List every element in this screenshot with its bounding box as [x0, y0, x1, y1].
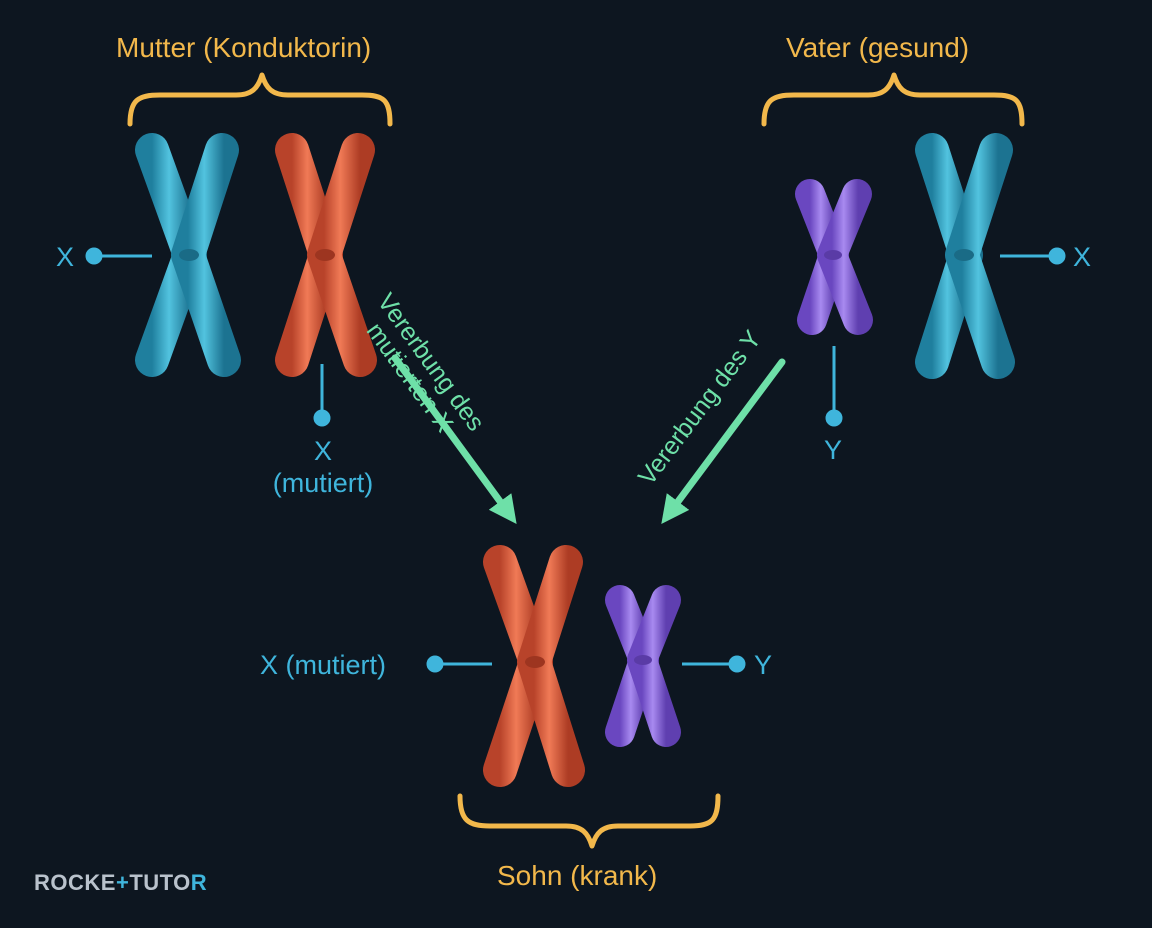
son-title: Sohn (krank) [497, 860, 658, 891]
father-bracket [761, 72, 1025, 127]
mother-x-chromosome [135, 133, 241, 377]
son-y-chromosome [605, 585, 681, 747]
label-pointers [85, 247, 1066, 673]
father-y-chromosome [795, 179, 873, 335]
father-x-chromosome [915, 133, 1015, 379]
brand-logo: ROCKE+TUTOR [34, 872, 207, 894]
arrow-mutated-x-inheritance [391, 354, 517, 525]
father-y-label: Y [824, 435, 843, 465]
son-x-label: X (mutiert) [260, 650, 387, 680]
mother-title: Mutter (Konduktorin) [116, 32, 372, 63]
brand-logo-part2: TUTO [129, 870, 191, 895]
mother-bracket [127, 72, 393, 127]
brand-logo-part1: ROCKE [34, 870, 116, 895]
mother-x-mutated-label: X (mutiert) [258, 435, 388, 500]
arrow-y-inheritance [661, 358, 786, 524]
father-x-label: X [1073, 242, 1092, 272]
son-x-mutated-chromosome [483, 545, 585, 787]
son-bracket [457, 793, 721, 849]
son-y-label: Y [754, 650, 773, 680]
mother-x-mutated-chromosome [275, 133, 377, 377]
mother-x-mutated-label-line2: (mutiert) [272, 468, 374, 499]
mother-x-mutated-label-line1: X [313, 436, 332, 466]
brand-logo-plus: + [115, 870, 130, 895]
brand-logo-part3: R [190, 870, 208, 895]
father-title: Vater (gesund) [786, 32, 970, 63]
mother-x-label: X [56, 242, 75, 272]
